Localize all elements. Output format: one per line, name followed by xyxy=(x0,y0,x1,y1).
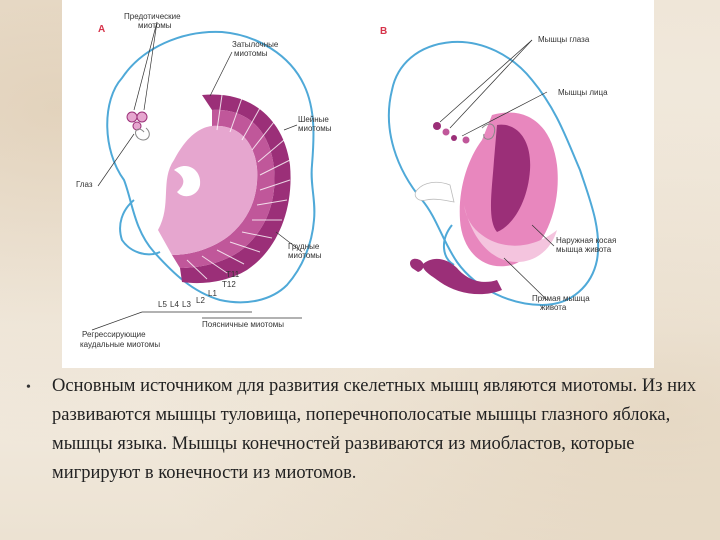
label-lumbar: Поясничные миотомы xyxy=(202,320,284,329)
slide-text: • Основным источником для развития скеле… xyxy=(26,372,706,488)
label-occipital-1: Затылочные xyxy=(232,40,279,49)
label-cervical-1: Шейные xyxy=(298,115,329,124)
slide-paragraph: Основным источником для развития скелетн… xyxy=(52,376,697,483)
panel-a-letter: A xyxy=(98,24,106,35)
label-oblique-1: Наружная косая xyxy=(556,236,617,245)
bullet-marker: • xyxy=(26,380,31,395)
label-regressing-1: Регрессирующие xyxy=(82,330,146,339)
label-cervical-2: миотомы xyxy=(298,124,332,133)
panel-b-letter: B xyxy=(380,26,388,37)
label-thoracic-2: миотомы xyxy=(288,251,322,260)
embryo-diagram: A B Предотические миотомы Затылочные мио… xyxy=(62,0,654,368)
label-face-muscles: Мышцы лица xyxy=(558,88,608,97)
label-l3: L3 xyxy=(182,300,191,309)
label-regressing-2: каудальные миотомы xyxy=(80,340,161,349)
label-t12: T12 xyxy=(222,280,236,289)
label-oblique-2: мышца живота xyxy=(556,245,612,254)
label-eye: Глаз xyxy=(76,180,93,189)
label-thoracic-1: Грудные xyxy=(288,242,320,251)
label-preotic-2: миотомы xyxy=(138,21,172,30)
embryo-illustration xyxy=(91,21,600,331)
label-l1: L1 xyxy=(208,289,217,298)
label-rectus-1: Прямая мышца xyxy=(532,294,590,303)
label-l2: L2 xyxy=(196,296,205,305)
label-occipital-2: миотомы xyxy=(234,49,268,58)
label-eye-muscles: Мышцы глаза xyxy=(538,35,590,44)
fetus-b xyxy=(387,39,600,307)
label-t11: T11 xyxy=(226,270,240,279)
label-l5: L5 xyxy=(158,300,167,309)
embryo-a xyxy=(91,21,316,331)
label-preotic-1: Предотические xyxy=(124,12,181,21)
label-rectus-2: живота xyxy=(540,303,567,312)
label-l4: L4 xyxy=(170,300,179,309)
